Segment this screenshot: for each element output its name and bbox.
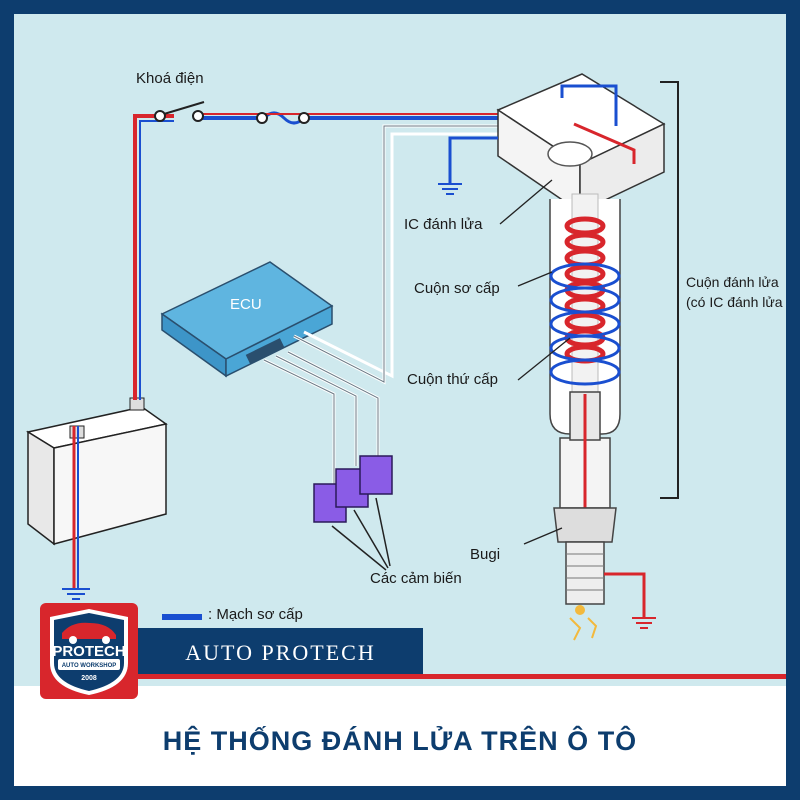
brand-bar: AUTO PROTECH <box>138 628 423 678</box>
igniter-label: IC đánh lửa <box>404 216 483 233</box>
ignition-diagram: Khoá điện ECU IC đánh lửa Cuộn sơ cấp Cu… <box>14 14 786 686</box>
spark-icon <box>569 605 598 641</box>
logo-shield-icon <box>50 609 128 695</box>
coil-assembly-bracket <box>660 81 679 499</box>
protech-logo: PROTECH AUTO WORKSHOP 2008 <box>40 603 138 699</box>
legend-primary-label: : Mạch sơ cấp <box>208 606 303 623</box>
spark-plug-label: Bugi <box>470 546 501 563</box>
footer-title: HỆ THỐNG ĐÁNH LỬA TRÊN Ô TÔ <box>162 726 638 756</box>
ecu-label: ECU <box>230 296 262 313</box>
battery-ground-wire <box>62 426 90 600</box>
logo-year: 2008 <box>81 675 97 682</box>
diagram-drawing <box>26 73 679 641</box>
battery-icon <box>26 397 168 546</box>
brand-divider <box>138 674 786 679</box>
footer-panel: HỆ THỐNG ĐÁNH LỬA TRÊN Ô TÔ <box>14 686 786 786</box>
coil-assembly-label: Cuộn đánh lửa <box>686 274 779 290</box>
coil-assembly-note: (có IC đánh lửa <box>686 294 783 310</box>
logo-subtitle: AUTO WORKSHOP <box>61 663 117 669</box>
spark-plug <box>553 391 617 605</box>
ignition-switch-icon <box>154 101 310 124</box>
logo-name: PROTECH <box>52 643 126 660</box>
brand-name: AUTO PROTECH <box>185 640 376 665</box>
legend-primary-swatch <box>162 614 202 620</box>
ecu-box <box>160 261 334 378</box>
label-leader-lines <box>499 179 571 545</box>
igniter-box <box>438 73 666 214</box>
ignition-switch-label: Khoá điện <box>136 70 204 87</box>
secondary-coil-label: Cuộn thứ cấp <box>407 371 498 388</box>
primary-coil <box>549 262 621 386</box>
sensors-label: Các cảm biến <box>370 570 462 587</box>
sensor-icons <box>313 455 393 571</box>
plug-ground-wire <box>604 572 656 629</box>
primary-coil-label: Cuộn sơ cấp <box>414 280 500 297</box>
signal-wires-outline <box>263 125 498 484</box>
